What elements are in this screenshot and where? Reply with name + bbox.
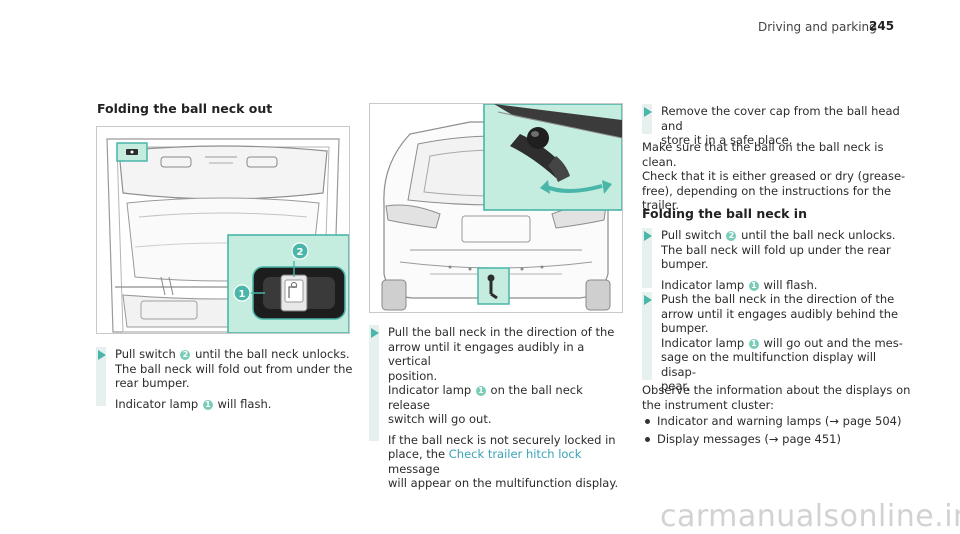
- step-bar: [642, 104, 652, 134]
- step-bar: [369, 325, 379, 441]
- tailgate-illustration: 1 2: [97, 127, 349, 333]
- step-text: position.: [388, 368, 438, 383]
- paragraph-ball-clean: Make sure that the ball on the ball neck…: [642, 140, 912, 213]
- marker-1-icon: 1: [475, 386, 486, 396]
- step-arrow-icon: [644, 231, 652, 241]
- step-text: until the ball neck unlocks.: [737, 228, 896, 242]
- step-text: The ball neck will fold up under the rea…: [661, 242, 891, 257]
- paragraph-text: Observe the information about the displa…: [642, 383, 911, 397]
- step-text: Indicator lamp: [661, 277, 748, 292]
- step-push-ball-neck: Push the ball neck in the direction of t…: [642, 292, 904, 393]
- step-text: store it in a safe place.: [661, 133, 793, 147]
- list-text[interactable]: page 451): [778, 432, 841, 446]
- step-text: bumper.: [661, 321, 709, 335]
- paragraph-text: the instrument cluster:: [642, 397, 775, 412]
- display-message-check-trailer-hitch-lock: Check trailer hitch lock: [448, 447, 582, 461]
- marker-2-icon: 2: [726, 231, 737, 241]
- step-arrow-icon: [371, 328, 379, 338]
- step-text: pear.: [661, 379, 690, 393]
- step-text: arrow until it engages audibly behind th…: [661, 306, 899, 321]
- page-number: 245: [869, 19, 895, 33]
- list-text: Indicator and warning lamps (: [657, 414, 830, 428]
- step-bar: [642, 228, 652, 288]
- list-text[interactable]: page 504): [839, 414, 902, 428]
- step-text: on the ball neck release: [388, 383, 583, 412]
- step-text: sage on the multifunction display will d…: [661, 350, 877, 379]
- step-text: Indicator lamp: [115, 396, 202, 411]
- step-text: until the ball neck unlocks.: [191, 347, 350, 361]
- step-text: will flash.: [213, 396, 272, 411]
- watermark: carmanualsonline.info: [660, 499, 960, 534]
- figure-tailgate-interior: 1 2: [96, 126, 350, 334]
- list-item-display-messages: Display messages (→ page 451): [645, 432, 905, 447]
- figure-vehicle-rear: [369, 103, 623, 313]
- step-pull-switch-fold-in: Pull switch 2 until the ball neck unlock…: [642, 228, 904, 292]
- step-arrow-icon: [644, 107, 652, 117]
- step-text: switch will go out.: [388, 412, 492, 426]
- step-text: The ball neck will fold out from under t…: [115, 361, 353, 376]
- step-text: will go out and the mes-: [759, 335, 903, 350]
- running-header-section: Driving and parking: [758, 20, 877, 34]
- step-text: bumper.: [661, 257, 709, 271]
- callout-2-marker: [291, 242, 309, 260]
- paragraph-observe-displays: Observe the information about the displa…: [642, 383, 912, 412]
- step-pull-switch-fold-out: Pull switch 2 until the ball neck unlock…: [96, 347, 354, 411]
- callout-2-label: 2: [297, 247, 304, 258]
- paragraph-text: free), depending on the instructions for…: [642, 183, 892, 198]
- step-pull-ball-neck: Pull the ball neck in the direction of t…: [369, 325, 627, 490]
- step-text: rear bumper.: [115, 376, 190, 390]
- list-item-indicator-lamps: Indicator and warning lamps (→ page 504): [645, 414, 905, 429]
- step-text: message: [388, 461, 440, 476]
- cross-reference-arrow-icon: →: [829, 414, 839, 428]
- marker-1-icon: 1: [748, 338, 759, 349]
- list-text: Display messages (: [657, 432, 769, 446]
- callout-1-label: 1: [239, 289, 246, 300]
- marker-1-icon: 1: [748, 280, 759, 291]
- step-arrow-icon: [644, 295, 652, 305]
- step-bar: [96, 347, 106, 406]
- bullet-icon: [645, 437, 650, 442]
- bullet-icon: [645, 419, 650, 424]
- step-text: Push the ball neck in the direction of t…: [661, 292, 895, 306]
- step-text: Indicator lamp: [388, 383, 475, 397]
- step-text: Pull switch: [115, 347, 180, 361]
- section-heading-fold-in: Folding the ball neck in: [642, 206, 807, 221]
- step-text: If the ball neck is not securely locked …: [388, 432, 616, 447]
- paragraph-text: Check that it is either greased or dry (…: [642, 169, 906, 183]
- step-text: will appear on the multifunction display…: [388, 476, 619, 490]
- marker-2-icon: 2: [180, 350, 191, 360]
- callout-1-marker: [233, 284, 251, 302]
- section-heading-fold-out: Folding the ball neck out: [97, 101, 273, 116]
- step-text: Pull the ball neck in the direction of t…: [388, 325, 615, 339]
- cross-reference-arrow-icon: →: [768, 432, 779, 446]
- marker-1-icon: 1: [202, 399, 213, 410]
- paragraph-text: trailer.: [642, 198, 680, 212]
- step-text: will flash.: [759, 277, 818, 292]
- step-text: Pull switch: [661, 228, 726, 242]
- paragraph-text: Make sure that the ball on the ball neck…: [642, 140, 884, 169]
- step-remove-cover-cap: Remove the cover cap from the ball head …: [642, 104, 904, 147]
- step-arrow-icon: [98, 350, 106, 360]
- step-text: Remove the cover cap from the ball head …: [661, 104, 900, 133]
- step-text: place, the: [388, 447, 449, 461]
- step-text: arrow until it engages audibly in a vert…: [388, 339, 585, 369]
- vehicle-rear-illustration: [370, 104, 622, 312]
- step-text: Indicator lamp: [661, 335, 748, 350]
- step-bar: [642, 292, 652, 380]
